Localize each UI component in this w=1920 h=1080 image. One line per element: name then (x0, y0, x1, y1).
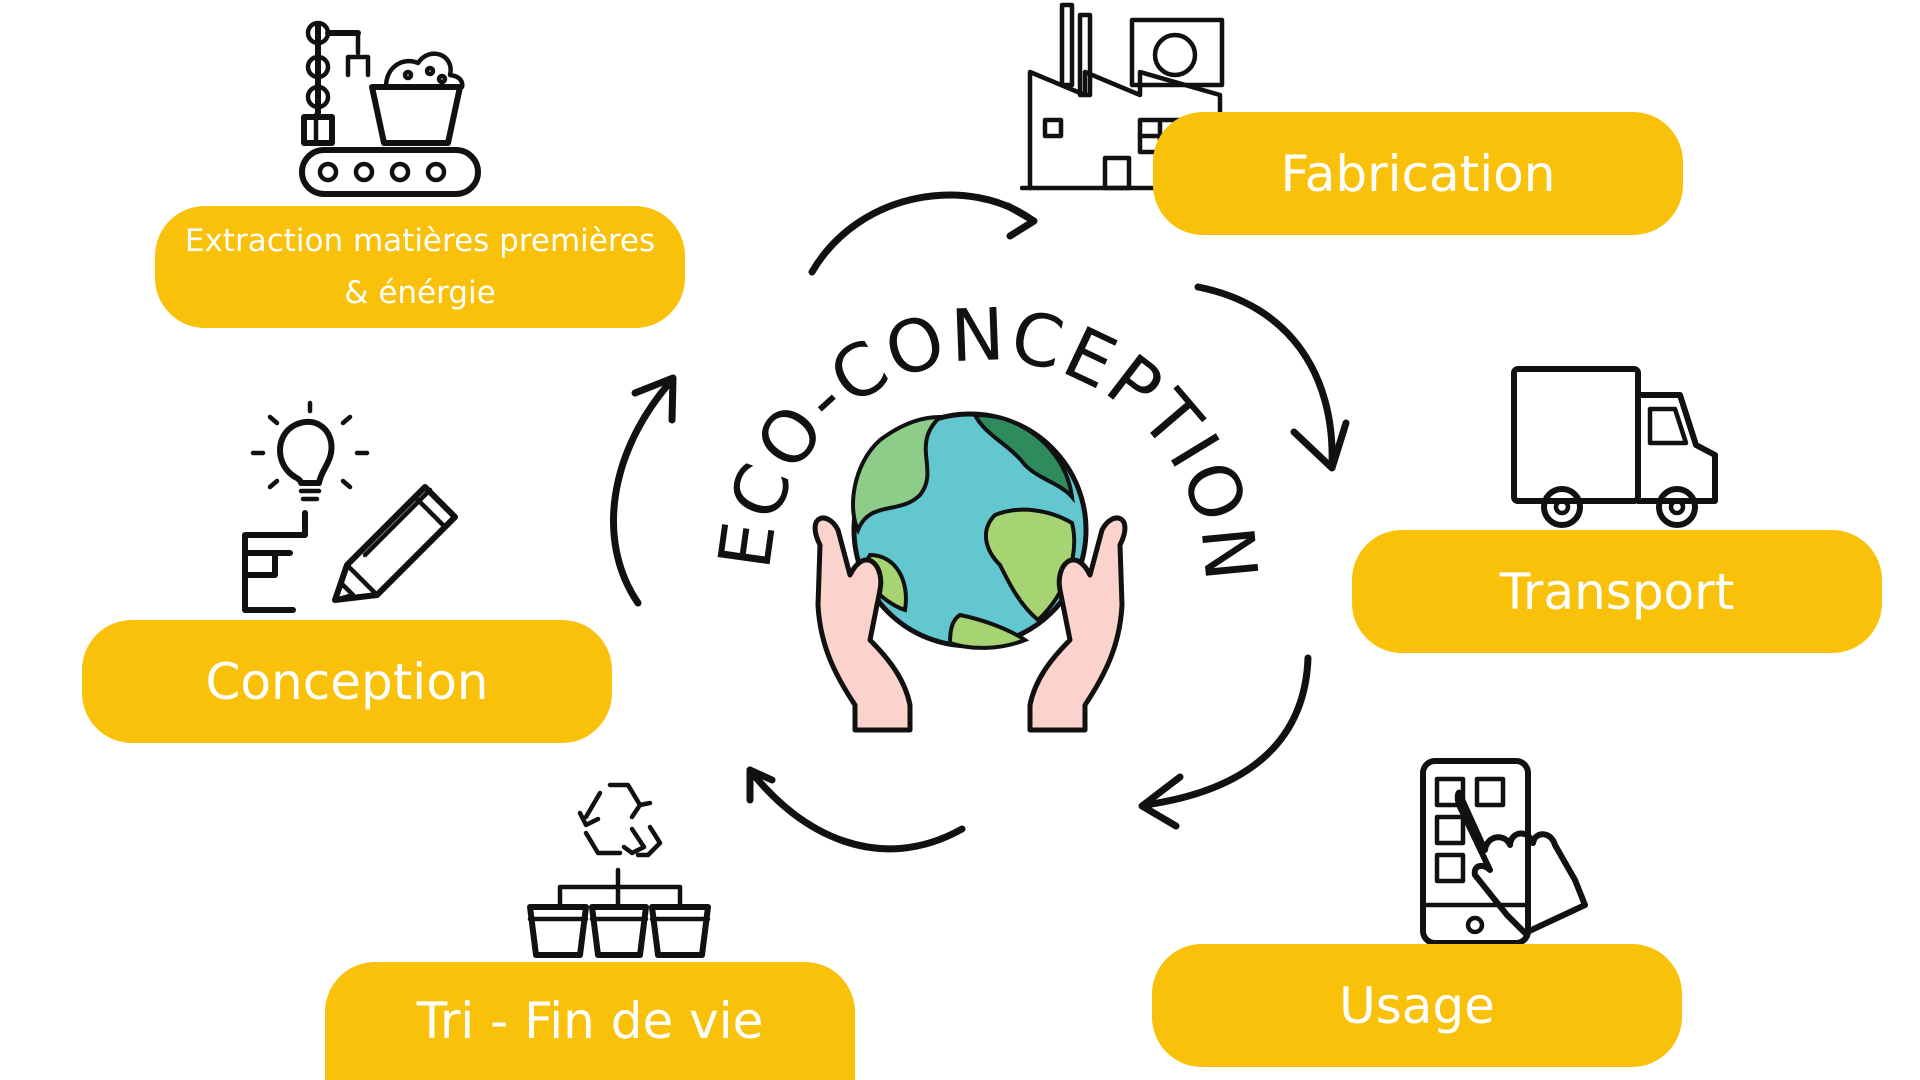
arrow-transport-to-usage (1138, 654, 1312, 830)
idea-bulb-pencil-icon (242, 400, 458, 613)
stage-usage-pill: Usage (1152, 944, 1682, 1067)
smartphone-touch-icon (1420, 758, 1588, 946)
stage-tri-pill: Tri - Fin de vie (325, 962, 855, 1080)
stage-fabrication-pill: Fabrication (1153, 112, 1683, 235)
stage-tri-label: Tri - Fin de vie (416, 992, 764, 1050)
arrow-extraction-to-fabrication (808, 191, 1038, 276)
stage-extraction-label-line2: & énérgie (344, 275, 496, 311)
stage-transport-label: Transport (1499, 562, 1735, 621)
stage-fabrication-label: Fabrication (1280, 144, 1556, 203)
arrow-tri-to-conception (610, 374, 677, 607)
arrow-usage-to-tri (746, 766, 966, 853)
stage-conception-pill: Conception (82, 620, 612, 743)
stage-conception-label: Conception (205, 652, 489, 711)
recycle-sorting-bins-icon (527, 782, 711, 958)
arrow-fabrication-to-transport (1194, 283, 1350, 472)
stage-transport-pill: Transport (1352, 530, 1882, 653)
stage-extraction-label-line1: Extraction matières premières (184, 223, 656, 259)
hands-holding-earth-icon (812, 411, 1128, 733)
stage-extraction-pill: Extraction matières premières & énérgie (155, 206, 685, 328)
stage-usage-label: Usage (1339, 976, 1495, 1035)
mining-robot-arm-conveyor-icon (299, 20, 481, 197)
delivery-truck-icon (1511, 366, 1718, 528)
